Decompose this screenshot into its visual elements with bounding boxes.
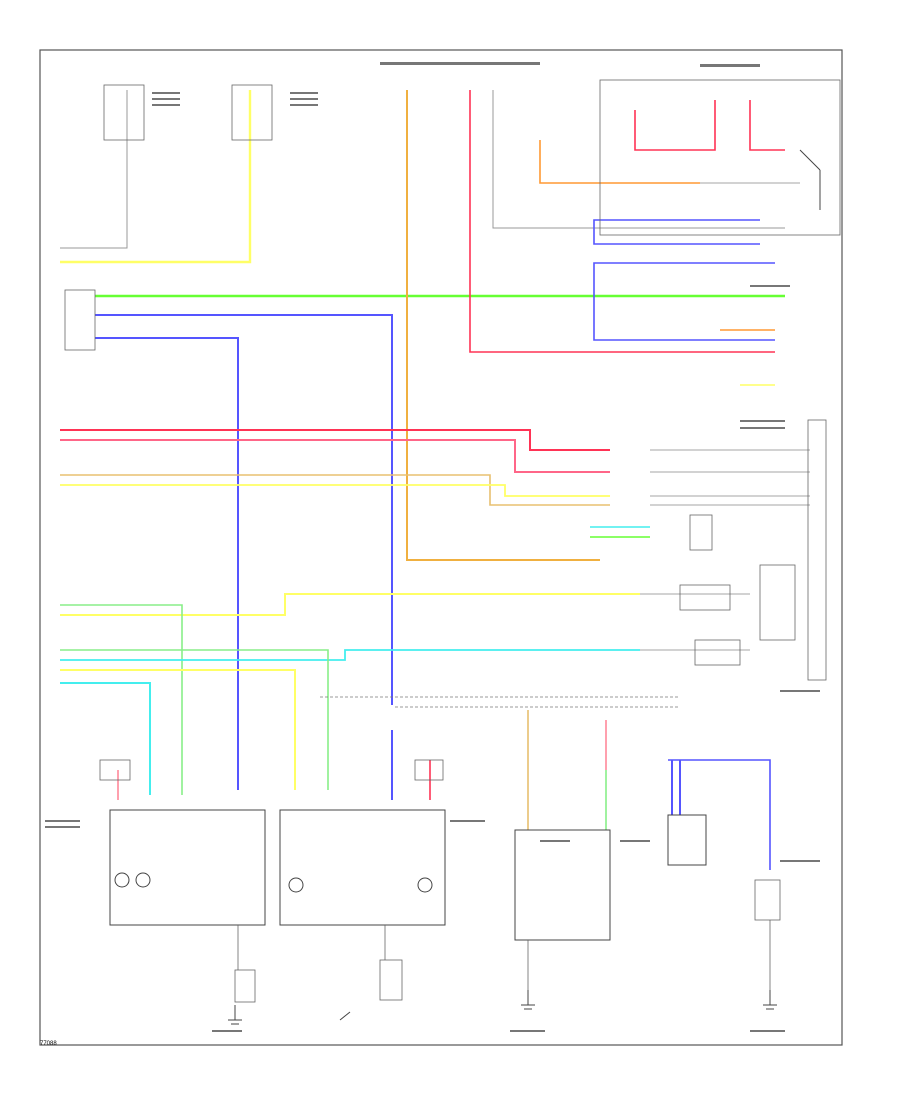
label-placeholder bbox=[740, 420, 785, 422]
wire-gray-center bbox=[492, 90, 785, 229]
label-placeholder bbox=[450, 820, 485, 822]
footer-id: 77088 bbox=[40, 1041, 57, 1047]
wire-red-top-right2 bbox=[749, 100, 785, 151]
connector-right-small bbox=[679, 584, 731, 611]
wire-red-top-right bbox=[634, 100, 716, 151]
ground-icon-3 bbox=[763, 990, 777, 1010]
label-placeholder bbox=[540, 840, 570, 842]
label-placeholder bbox=[212, 1030, 242, 1032]
wire-orange-vertical bbox=[406, 90, 600, 561]
label-placeholder bbox=[45, 820, 80, 822]
label-placeholder bbox=[290, 104, 318, 106]
small-relay-1 bbox=[234, 969, 256, 1003]
fuse-block-left-2 bbox=[231, 84, 273, 141]
module-right bbox=[667, 814, 707, 866]
relay-block-right bbox=[759, 564, 796, 641]
connector-bottom-left bbox=[99, 759, 131, 781]
lamp-icon-2 bbox=[135, 872, 151, 888]
wire-yellow-top bbox=[60, 90, 252, 264]
connector-bottom-mid bbox=[414, 759, 444, 781]
ground-icon-4 bbox=[339, 1011, 351, 1021]
label-placeholder bbox=[152, 104, 180, 106]
label-placeholder bbox=[750, 1030, 785, 1032]
sensor-connector-right bbox=[754, 879, 781, 921]
wire-cyan-lower bbox=[60, 649, 640, 661]
label-placeholder bbox=[620, 840, 650, 842]
component-layer bbox=[64, 79, 841, 1025]
ground-icon-2 bbox=[521, 990, 535, 1010]
lamp-icon-4 bbox=[417, 877, 433, 893]
diagram-frame bbox=[39, 49, 843, 1046]
wire-red-pair-b bbox=[60, 439, 610, 473]
small-relay-2 bbox=[379, 959, 403, 1001]
wire-tan-pair-a bbox=[60, 474, 610, 506]
label-placeholder bbox=[152, 98, 180, 100]
wire-blue-right-loop1 bbox=[593, 219, 760, 245]
wire-gray-top bbox=[60, 90, 128, 249]
switch-connector-left bbox=[64, 289, 96, 351]
ground-icon-1 bbox=[228, 1005, 242, 1025]
wire-blue-left bbox=[95, 314, 393, 705]
wire-red-pair-a bbox=[60, 429, 610, 451]
wire-red-vertical bbox=[469, 90, 775, 353]
wire-yellow-pair-b bbox=[60, 484, 610, 497]
label-placeholder bbox=[45, 826, 80, 828]
label-placeholder bbox=[780, 690, 820, 692]
lamp-icon-3 bbox=[288, 877, 304, 893]
wire-blue-bottom-right bbox=[668, 759, 771, 870]
connector-right-small-2 bbox=[694, 639, 741, 666]
label-placeholder bbox=[780, 860, 820, 862]
label-placeholder bbox=[380, 62, 540, 65]
wire-cyan-bottom-left bbox=[60, 682, 151, 795]
wire-gray-right-block bbox=[650, 449, 810, 506]
label-placeholder bbox=[700, 64, 760, 67]
center-bottom-module bbox=[514, 829, 611, 941]
wire-orange-top-right bbox=[539, 140, 700, 184]
lamp-icon-1 bbox=[114, 872, 130, 888]
label-layer bbox=[45, 62, 820, 1032]
label-placeholder bbox=[290, 92, 318, 94]
label-placeholder bbox=[152, 92, 180, 94]
wire-green-lower bbox=[60, 649, 329, 790]
label-placeholder bbox=[510, 1030, 545, 1032]
wire-yellow-lower bbox=[60, 669, 296, 790]
wire-layer bbox=[60, 90, 810, 870]
right-connector-strip bbox=[807, 419, 827, 681]
connector-right-mid bbox=[689, 514, 713, 551]
wire-yellow-mid bbox=[60, 593, 640, 616]
fuse-block-left bbox=[103, 84, 145, 141]
wire-blue-right-loop2 bbox=[593, 262, 775, 341]
label-placeholder bbox=[740, 427, 785, 429]
junction-box-top-right bbox=[599, 79, 841, 236]
wire-blue-left2 bbox=[95, 337, 239, 790]
label-placeholder bbox=[290, 98, 318, 100]
wire-green-mid bbox=[60, 604, 183, 795]
left-rear-sensor-assembly bbox=[109, 809, 266, 926]
label-placeholder bbox=[750, 285, 790, 287]
relay-switch-icon bbox=[799, 149, 821, 210]
right-rear-sensor-assembly bbox=[279, 809, 446, 926]
